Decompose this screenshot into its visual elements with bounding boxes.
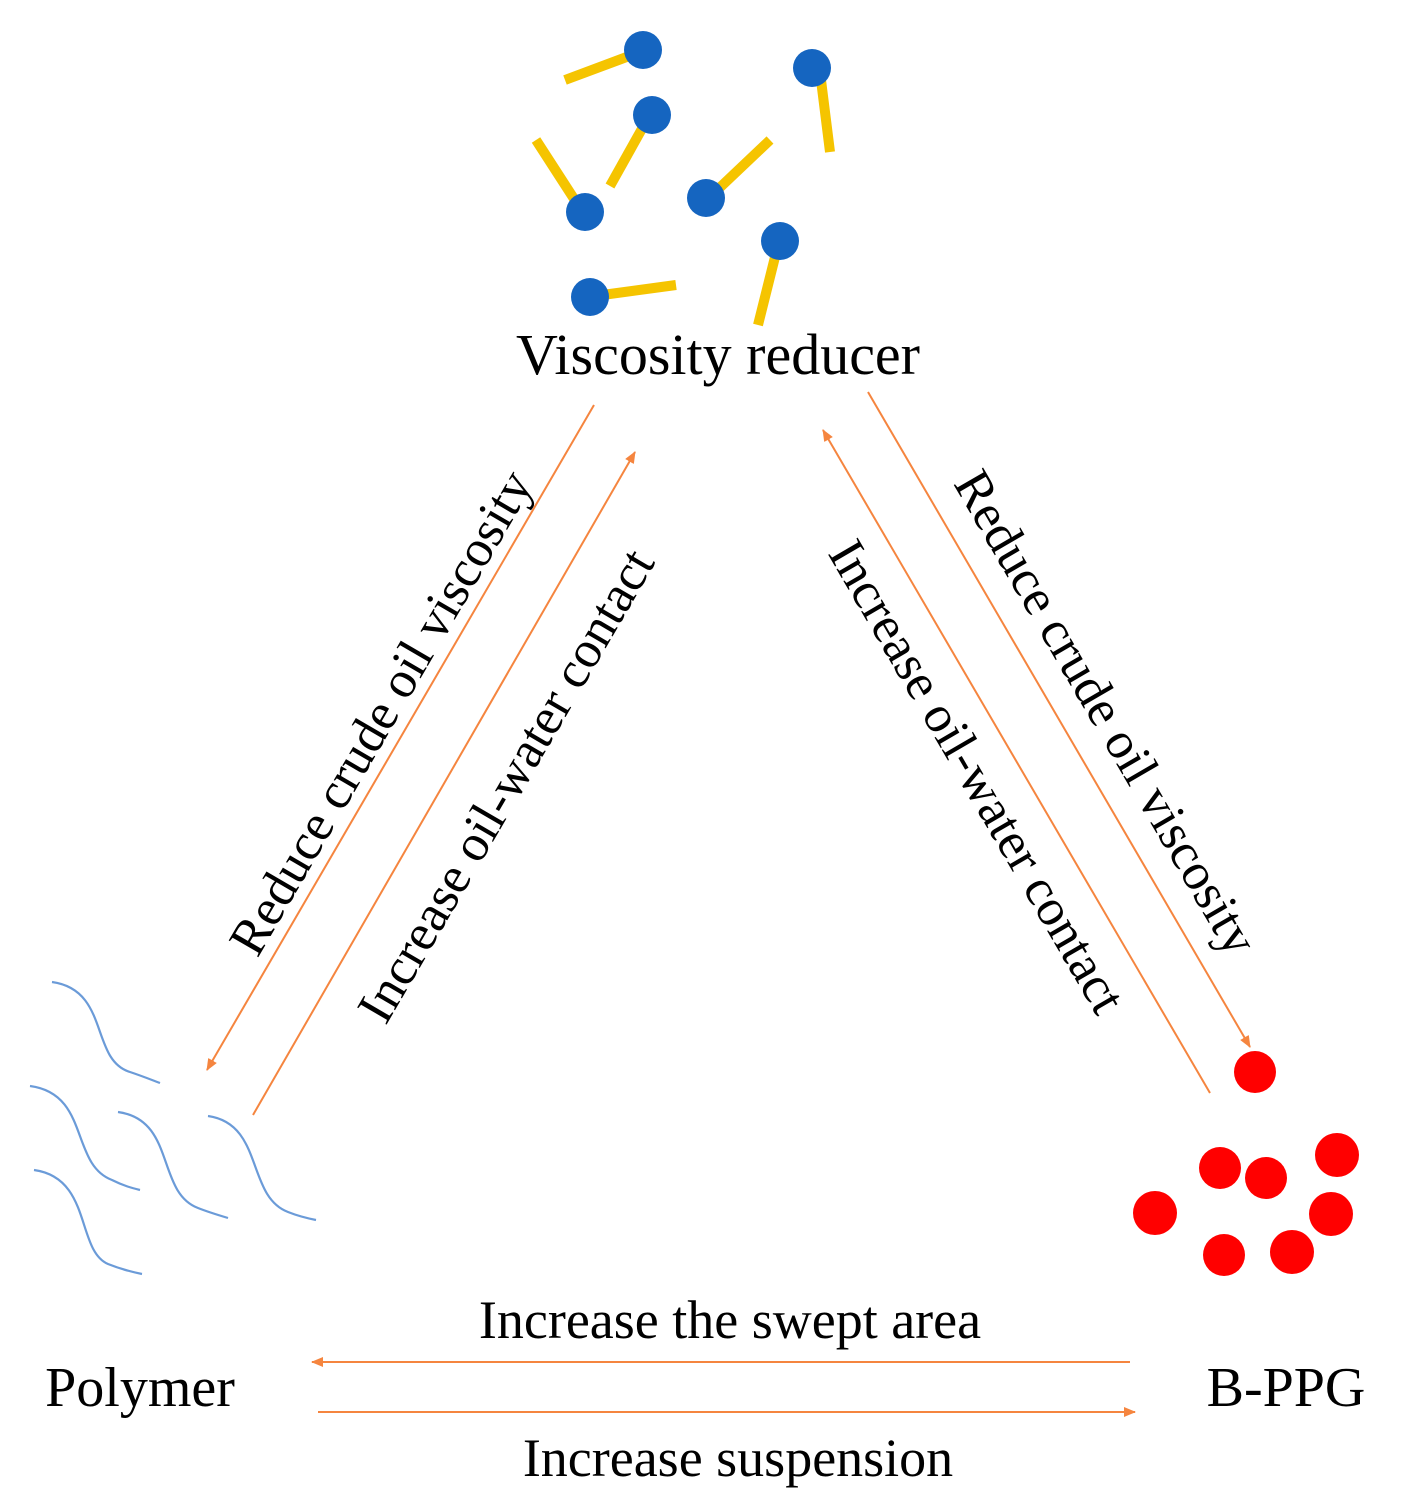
polymer-chain-icon (29, 980, 317, 1276)
molecule (563, 31, 662, 85)
polymer-chain (207, 1114, 317, 1222)
gel-particle (1133, 1191, 1177, 1235)
edge-label-reduce-viscosity-right: Reduce crude oil viscosity (943, 461, 1269, 965)
edge-label-swept-area: Increase the swept area (479, 1290, 981, 1350)
polymer-chain (33, 1168, 143, 1276)
arrow-polymer-to-reducer (252, 451, 636, 1116)
gel-particle (1315, 1133, 1359, 1177)
molecule (605, 96, 671, 189)
gel-particle (1234, 1051, 1276, 1093)
arrow-reducer-to-polymer (206, 404, 595, 1071)
gel-particle (1309, 1192, 1353, 1236)
edge-label-reduce-viscosity-left: Reduce crude oil viscosity (218, 461, 544, 965)
polymer-label: Polymer (45, 1357, 235, 1419)
gel-particle (1245, 1157, 1287, 1199)
arrows (206, 391, 1251, 1417)
polymer-chain (51, 980, 161, 1085)
molecule (753, 222, 799, 327)
arrow-bppg-to-reducer (822, 429, 1211, 1094)
surfactant-molecule-icon (531, 31, 835, 327)
molecule (687, 136, 774, 217)
gel-particle-icon (1133, 1051, 1359, 1276)
gel-particle (1270, 1230, 1314, 1274)
gel-particle (1203, 1234, 1245, 1276)
molecule (571, 278, 677, 316)
edge-label-suspension: Increase suspension (523, 1428, 953, 1488)
edge-label-oil-water-contact-right: Increase oil-water contact (817, 530, 1137, 1023)
polymer-chain (117, 1110, 229, 1220)
molecule (531, 137, 604, 231)
molecule (793, 49, 835, 153)
viscosity-reducer-label: Viscosity reducer (516, 322, 920, 387)
arrow-reducer-to-bppg (867, 391, 1251, 1048)
bppg-label: B-PPG (1207, 1357, 1366, 1419)
gel-particle (1199, 1147, 1241, 1189)
edge-label-oil-water-contact-left: Increase oil-water contact (347, 539, 667, 1032)
polymer-chain (29, 1084, 141, 1192)
